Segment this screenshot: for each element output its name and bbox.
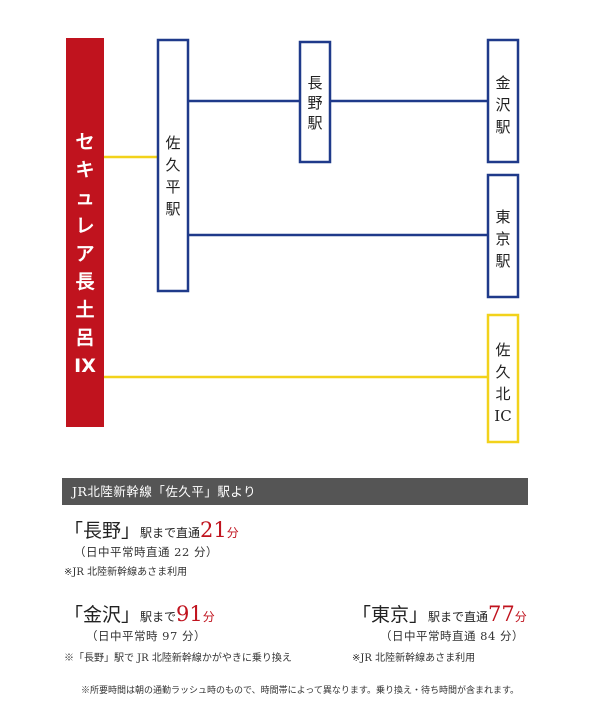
sakudaira-station-box: [156, 38, 190, 293]
origin-box: [66, 38, 104, 427]
nagano-station-label: 長野駅: [307, 74, 322, 132]
nagano-access: 「長野」駅まで直通21分 （日中平常時直通 22 分） ※JR 北陸新幹線あさま…: [64, 516, 239, 578]
tokyo-note: ※JR 北陸新幹線あさま利用: [352, 653, 476, 664]
sakudaira-station-label: 佐久平駅: [165, 134, 180, 218]
tokyo-suffix: 駅まで直通: [428, 610, 489, 624]
tokyo-minutes: 77: [488, 602, 515, 626]
kanazawa-dest-name: 「金沢」: [64, 604, 141, 626]
kanazawa-station-label: 金沢駅: [495, 74, 510, 136]
route-header: JR北陸新幹線「佐久平」駅より: [62, 478, 528, 505]
kanazawa-access: 「金沢」駅まで91分 （日中平常時 97 分） ※「長野」駅で JR 北陸新幹線…: [64, 600, 292, 664]
kanazawa-sub: （日中平常時 97 分）: [86, 629, 206, 643]
kanazawa-minutes: 91: [176, 602, 203, 626]
nagano-unit: 分: [226, 526, 239, 540]
tokyo-sub: （日中平常時直通 84 分）: [380, 629, 524, 643]
tokyo-station-box: [486, 173, 520, 299]
kanazawa-station-box: [486, 38, 520, 164]
nagano-sub: （日中平常時直通 22 分）: [74, 545, 218, 559]
tokyo-dest-name: 「東京」: [352, 604, 429, 626]
tokyo-access: 「東京」駅まで直通77分 （日中平常時直通 84 分） ※JR 北陸新幹線あさま…: [352, 600, 527, 664]
kanazawa-suffix: 駅まで: [140, 610, 177, 624]
kanazawa-note: ※「長野」駅で JR 北陸新幹線かがやきに乗り換え: [64, 653, 292, 664]
nagano-minutes: 21: [200, 518, 227, 542]
nagano-note: ※JR 北陸新幹線あさま利用: [64, 567, 188, 578]
nagano-suffix: 駅まで直通: [140, 526, 201, 540]
tokyo-station-label: 東京駅: [495, 208, 510, 270]
kanazawa-unit: 分: [202, 610, 215, 624]
footnote: ※所要時間は朝の通勤ラッシュ時のもので、時間帯によって異なります。乗り換え・待ち…: [80, 686, 520, 696]
nagano-station-box: [298, 40, 332, 164]
tokyo-unit: 分: [514, 610, 527, 624]
sakukita-ic-box: [486, 313, 520, 444]
nagano-dest-name: 「長野」: [64, 520, 141, 542]
